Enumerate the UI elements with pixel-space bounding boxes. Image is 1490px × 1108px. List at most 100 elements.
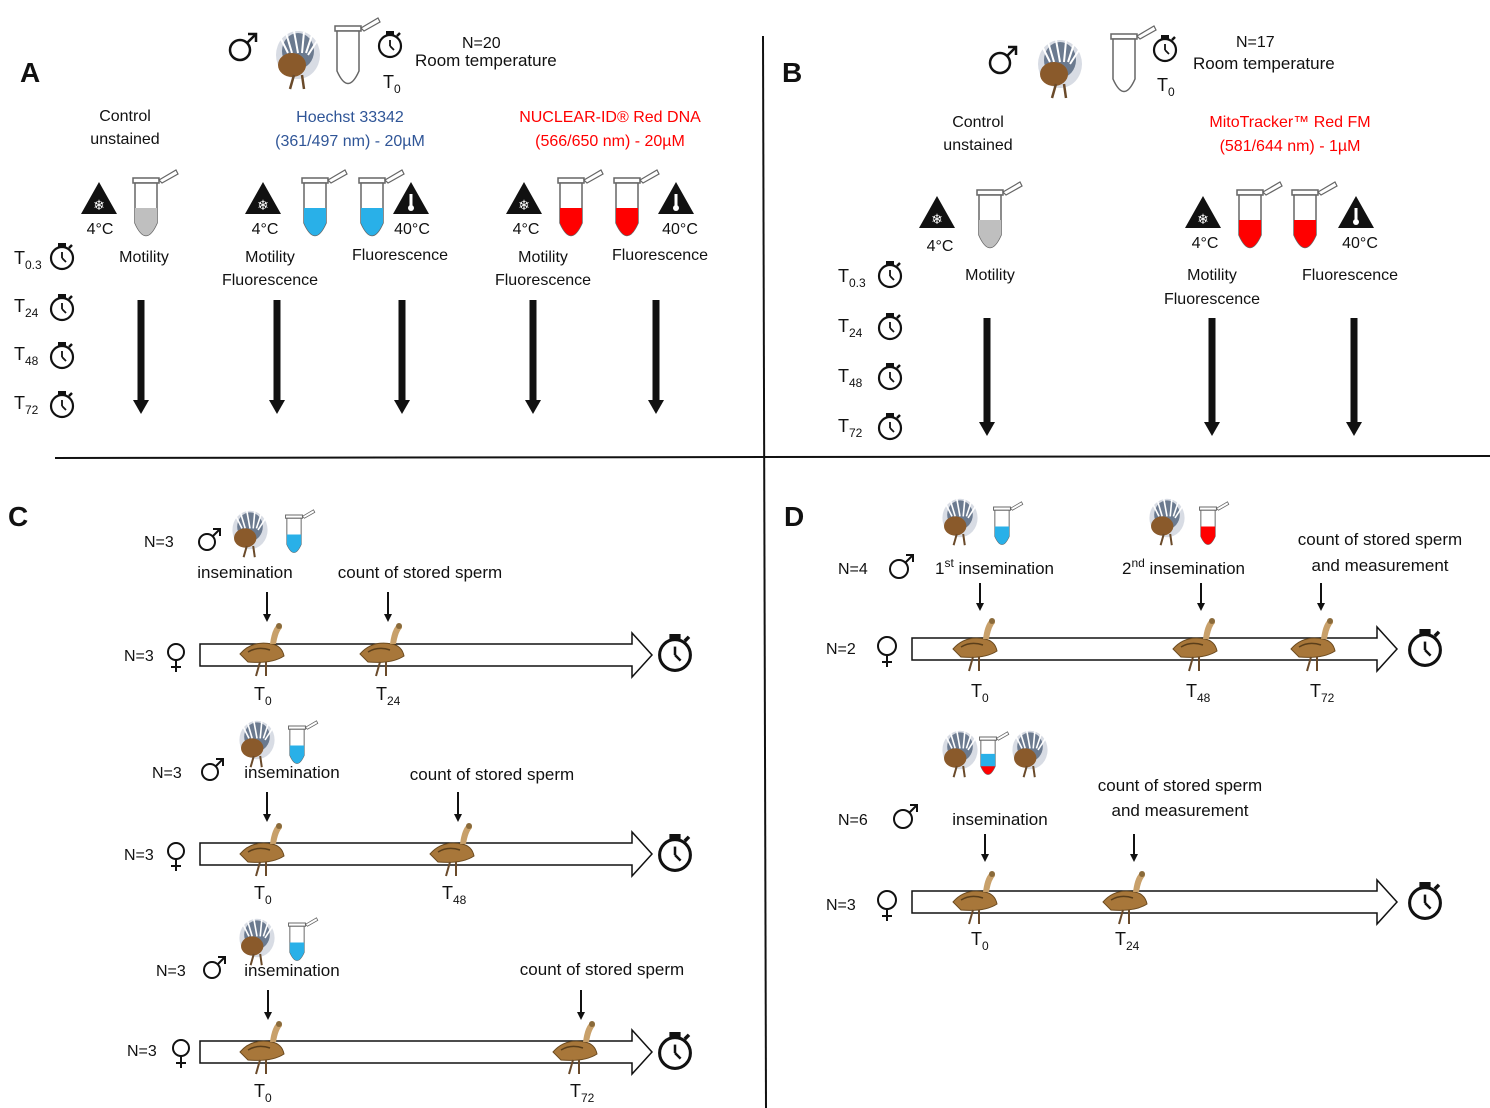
bird-male-icon	[238, 719, 276, 769]
control-title-1: Control	[952, 114, 1004, 131]
bird-male-icon	[1011, 729, 1049, 779]
sample-size: N=17	[1236, 34, 1275, 51]
nuclear-title-2: (566/650 nm) - 20µM	[535, 133, 685, 150]
temp-cold: 4°C	[513, 221, 540, 238]
bird-female-icon	[952, 870, 998, 925]
thermometer-warning-icon	[393, 182, 429, 214]
bird-female-icon	[1102, 870, 1148, 925]
tube-liquid-grey	[979, 220, 1001, 248]
motility-label: Motility	[1187, 267, 1237, 284]
temp-cold: 4°C	[252, 221, 279, 238]
panel-d-letter: D	[784, 501, 804, 532]
bird-female-icon	[359, 622, 405, 677]
temp-cold: 4°C	[87, 221, 114, 238]
stopwatch-icon	[49, 389, 75, 419]
insemination-label: insemination	[952, 810, 1047, 829]
svg-text:❄: ❄	[518, 197, 530, 213]
tube-liquid-red	[1200, 526, 1216, 545]
tube-liquid-blue	[994, 526, 1010, 545]
motility-label: Motility	[965, 267, 1015, 284]
bird-female-icon	[1290, 617, 1336, 672]
male-symbol-icon	[889, 554, 914, 579]
panel-b: B T0 N=17 Room temperature Control unsta…	[782, 25, 1398, 441]
second-insemination-label: 2nd insemination	[1122, 556, 1245, 578]
fluorescence-label: Fluorescence	[352, 247, 448, 264]
time-label: T0	[254, 883, 272, 907]
insemination-label: insemination	[244, 763, 339, 782]
tube-icon	[1110, 25, 1157, 93]
time-label: T48	[442, 883, 467, 907]
panel-a: A T0 N=20 Room temperature Control unsta…	[14, 17, 708, 419]
time-label: T0	[971, 681, 989, 705]
temp-cold: 4°C	[1192, 235, 1219, 252]
horizontal-divider	[54, 455, 1490, 459]
female-symbol-icon	[877, 636, 897, 667]
time-label: T48	[1186, 681, 1211, 705]
thermometer-warning-icon	[1338, 196, 1374, 228]
temp-hot: 40°C	[662, 221, 698, 238]
temp-hot: 40°C	[1342, 235, 1378, 252]
bird-female-icon	[239, 822, 285, 877]
temp-cold: 4°C	[927, 238, 954, 255]
tube-liquid-blue	[289, 745, 305, 764]
stopwatch-icon	[657, 832, 693, 873]
time-course-arrows	[979, 318, 1362, 436]
stopwatch-icon	[49, 241, 75, 271]
header-t0: T0	[383, 72, 401, 96]
time-label-t0.3: T0.3	[14, 248, 42, 272]
insemination-label: insemination	[244, 961, 339, 980]
hoechst-title-2: (361/497 nm) - 20µM	[275, 133, 425, 150]
female-sample-size: N=3	[826, 897, 856, 914]
bird-female-icon	[239, 1020, 285, 1075]
bird-female-icon	[239, 622, 285, 677]
tube-liquid-blue	[289, 942, 305, 961]
panel-a-letter: A	[20, 57, 40, 88]
stopwatch-icon	[877, 411, 903, 441]
first-insemination-label: 1st insemination	[935, 556, 1054, 578]
bird-female-icon	[429, 822, 475, 877]
vertical-divider	[762, 35, 767, 1108]
time-label-t72: T72	[838, 416, 863, 440]
tube-liquid-red	[616, 208, 638, 236]
measurement-label: and measurement	[1311, 556, 1448, 575]
male-symbol-icon	[893, 804, 918, 829]
tube-icon	[334, 17, 381, 85]
time-label-t24: T24	[14, 296, 39, 320]
timeline-arrow-icon	[199, 631, 654, 679]
panel-d: D N=4 1st insemination 2nd insemination …	[784, 497, 1462, 953]
time-course-arrows	[133, 300, 664, 414]
male-symbol-icon	[203, 956, 226, 979]
snowflake-warning-icon: ❄	[245, 182, 281, 214]
panel-c-letter: C	[8, 501, 28, 532]
fluorescence-label: Fluorescence	[1164, 291, 1260, 308]
timeline-arrow-icon	[199, 830, 654, 878]
fluorescence-label: Fluorescence	[495, 272, 591, 289]
control-title-1: Control	[99, 108, 151, 125]
female-symbol-icon	[172, 1039, 190, 1068]
tube-liquid-red	[980, 766, 996, 775]
control-title-2: unstained	[943, 137, 1012, 154]
bird-male-icon	[1148, 497, 1186, 547]
male-sample-size: N=3	[152, 765, 182, 782]
female-symbol-icon	[167, 842, 185, 871]
stopwatch-icon	[877, 361, 903, 391]
condition-label: Room temperature	[415, 51, 557, 70]
time-label: T72	[1310, 681, 1335, 705]
control-title-2: unstained	[90, 131, 159, 148]
male-symbol-icon	[988, 45, 1018, 75]
male-sample-size: N=3	[156, 963, 186, 980]
stopwatch-icon	[657, 1030, 693, 1071]
count-label: count of stored sperm	[1098, 776, 1262, 795]
male-sample-size: N=6	[838, 812, 868, 829]
bird-male-icon	[231, 509, 269, 559]
panel-b-letter: B	[782, 57, 802, 88]
temp-hot: 40°C	[394, 221, 430, 238]
measurement-label: and measurement	[1111, 801, 1248, 820]
time-label: T0	[254, 1081, 272, 1105]
time-label: T24	[1115, 929, 1140, 953]
bird-female-icon	[952, 617, 998, 672]
time-label-t0.3: T0.3	[838, 266, 866, 290]
count-label: count of stored sperm	[410, 765, 574, 784]
bird-male-icon	[941, 729, 979, 779]
snowflake-warning-icon: ❄	[1185, 196, 1221, 228]
